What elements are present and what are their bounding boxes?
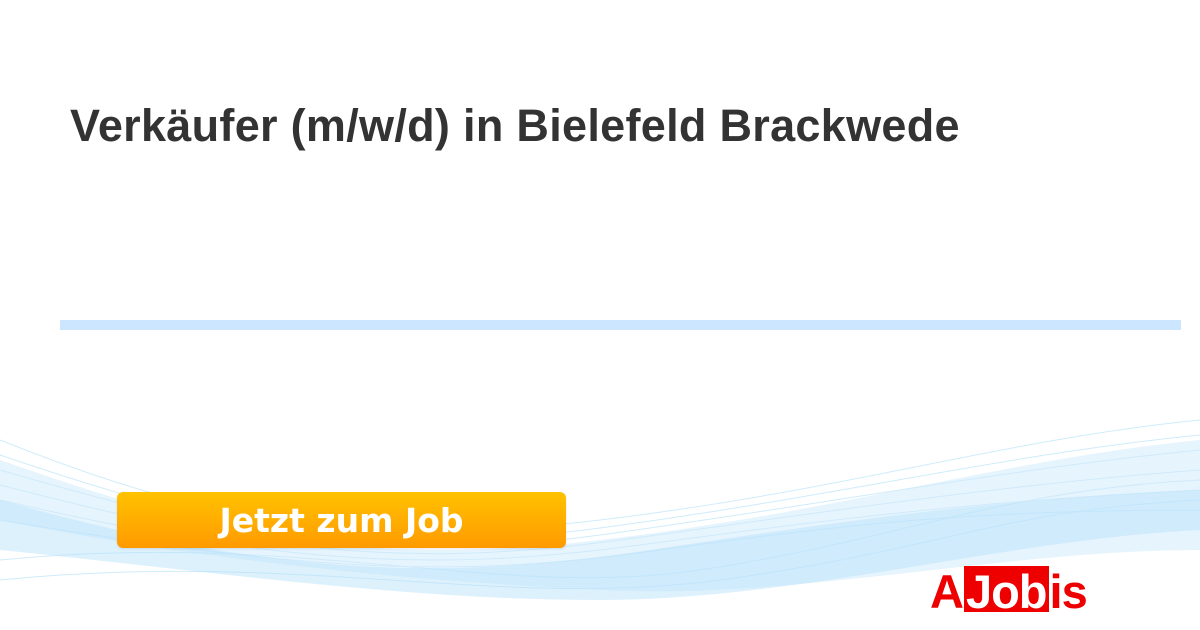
page-title: Verkäufer (m/w/d) in Bielefeld Brackwede	[70, 100, 960, 151]
logo-boxed: Job	[963, 565, 1049, 618]
jetzt-zum-job-button[interactable]: Jetzt zum Job	[117, 492, 566, 548]
wave-fill	[0, 490, 1200, 600]
wave-fill	[0, 440, 1200, 592]
divider	[60, 320, 1181, 330]
logo-prefix: A	[930, 565, 964, 618]
logo-suffix: is	[1049, 565, 1088, 618]
